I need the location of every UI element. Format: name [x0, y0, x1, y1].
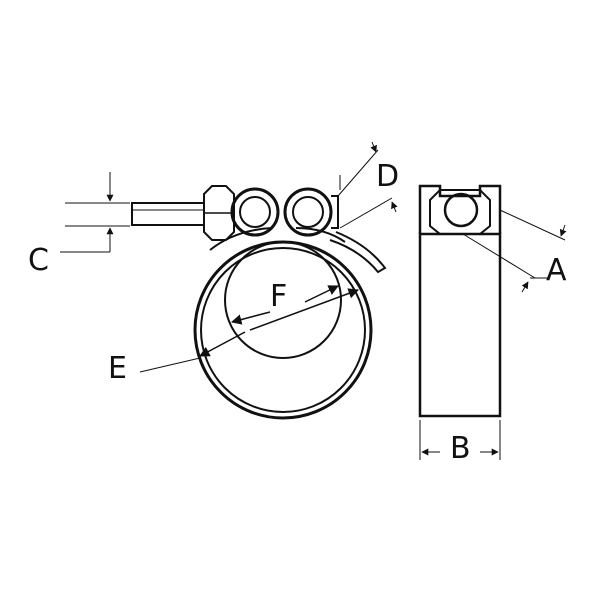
bolt-assembly	[131, 185, 339, 241]
bolt-shaft	[131, 202, 205, 226]
clamp-band-inner	[200, 247, 366, 413]
side-bolt-end	[443, 192, 479, 228]
clamp-side-view	[418, 184, 502, 418]
side-housing	[418, 184, 502, 234]
label-f: F	[270, 279, 287, 314]
label-b: B	[450, 431, 471, 466]
label-a: A	[546, 253, 567, 288]
label-d: D	[376, 159, 399, 194]
clamp-front-view	[193, 227, 387, 420]
label-e: E	[108, 351, 127, 386]
dimension-lines	[60, 141, 567, 460]
side-band-body	[418, 232, 502, 418]
band-tail	[329, 231, 387, 274]
clamp-band-outer	[193, 240, 373, 420]
label-c: C	[28, 243, 49, 278]
bolt-nut	[203, 185, 235, 241]
trunnion-right	[283, 187, 333, 237]
trunnion-left	[230, 187, 280, 237]
hose-inner-circle	[224, 241, 342, 359]
